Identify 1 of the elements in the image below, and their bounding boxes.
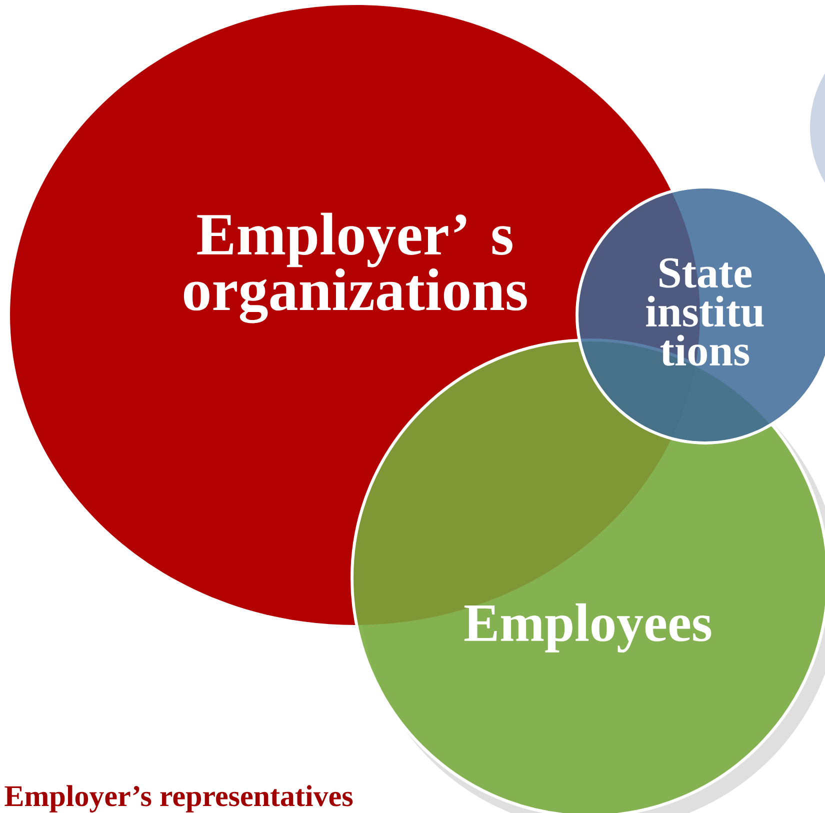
caption-text: Employer’s representatives (4, 785, 353, 812)
